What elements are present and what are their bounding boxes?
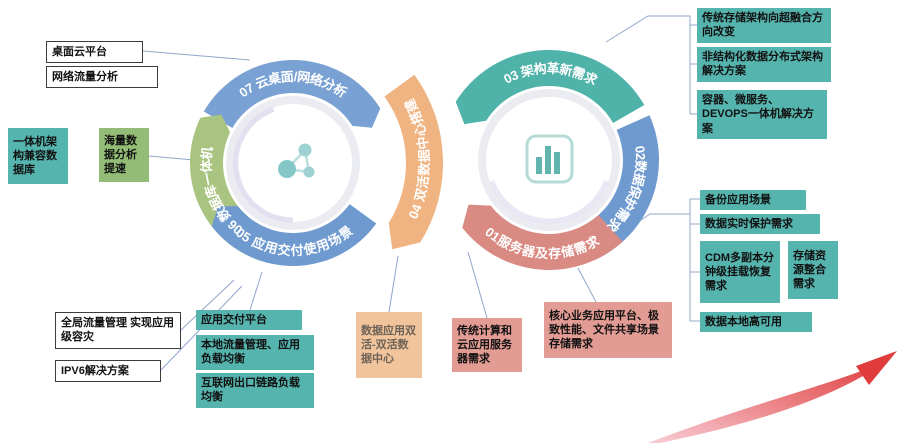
box-active-active-dc: 数据应用双活-双活数据中心 — [356, 312, 422, 378]
arc-seg-05 — [211, 204, 377, 266]
box-local-traffic-mgmt: 本地流量管理、应用负载均衡 — [196, 335, 314, 370]
box-aio-architecture-db: 一体机架构兼容数据库 — [8, 128, 68, 184]
connector-traditional-server — [467, 251, 488, 319]
box-desktop-cloud-platform: 桌面云平台 — [46, 41, 143, 64]
box-storage-hyperconverged: 传统存储架构向超融合方向改变 — [697, 8, 831, 43]
connector-top-right-group — [605, 15, 697, 115]
connector-lines — [142, 15, 700, 371]
box-backup-scenario: 备份应用场景 — [700, 190, 806, 211]
box-internet-link-lb: 互联网出口链路负载均衡 — [196, 373, 314, 408]
box-unstructured-distributed: 非结构化数据分布式架构解决方案 — [697, 47, 831, 82]
connector-app-delivery — [249, 271, 263, 311]
connector-desktop-cloud — [142, 50, 251, 61]
bar-chart-icon — [525, 134, 574, 184]
box-core-business-storage: 核心业务应用平台、极致性能、文件共享场景存储需求 — [544, 302, 672, 358]
arc-seg-03 — [455, 49, 645, 125]
box-ipv6-solution: IPV6解决方案 — [55, 360, 161, 383]
box-app-delivery-platform: 应用交付平台 — [196, 310, 302, 331]
box-traditional-cloud-server: 传统计算和云应用服务器需求 — [452, 318, 522, 372]
right-hub-decor-ring — [489, 180, 609, 224]
arc-seg-01 — [462, 204, 623, 270]
connector-active-active — [388, 255, 399, 313]
box-realtime-protection: 数据实时保护需求 — [700, 214, 820, 235]
left-hub-decor-ring — [233, 107, 294, 223]
box-mass-data-analysis: 海量数据分析提速 — [99, 128, 149, 182]
box-local-high-availability: 数据本地高可用 — [700, 312, 812, 333]
swoosh-arrow-decoration — [648, 351, 897, 443]
box-storage-consolidation: 存储资源整合需求 — [788, 241, 838, 299]
arc-seg-04 — [384, 74, 444, 250]
box-cdm-recovery: CDM多副本分钟级挂载恢复需求 — [700, 241, 780, 303]
connector-core-business — [577, 267, 597, 303]
box-global-traffic-mgmt: 全局流量管理 实现应用级容灾 — [55, 312, 181, 349]
box-container-devops: 容器、微服务、DEVOPS一体机解决方案 — [697, 90, 827, 139]
arc-seg-07 — [203, 60, 381, 129]
molecule-icon — [278, 143, 315, 178]
connector-bottom-right-group — [599, 198, 700, 322]
connector-mass-data — [148, 155, 195, 161]
connector-global-traffic — [180, 279, 235, 331]
box-network-traffic-analysis: 网络流量分析 — [46, 66, 158, 89]
